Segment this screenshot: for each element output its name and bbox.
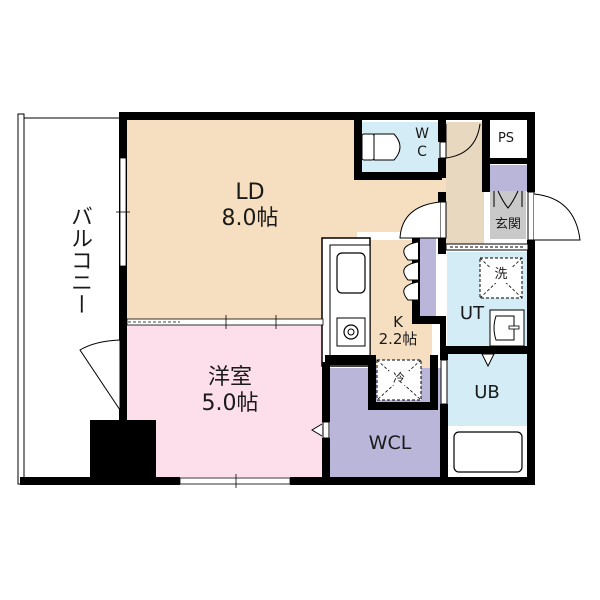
western-room-fill bbox=[125, 325, 325, 477]
ld-label: LD 8.0帖 bbox=[190, 180, 310, 233]
entrance-fill bbox=[490, 191, 526, 239]
wash-basin bbox=[489, 309, 525, 347]
windows bbox=[116, 157, 291, 488]
corridor-fill bbox=[446, 122, 484, 244]
ld-room-fill bbox=[125, 120, 357, 320]
ld-room-name: LD bbox=[235, 180, 265, 205]
kitchen-storage-fill bbox=[418, 238, 436, 316]
sliding-partition bbox=[126, 315, 324, 329]
wcl-label: WCL bbox=[368, 432, 412, 454]
wcl-room-fill-2 bbox=[330, 410, 442, 478]
wc-label: W C bbox=[410, 126, 434, 161]
ld-room-size: 8.0帖 bbox=[221, 206, 279, 232]
kitchen-label: K 2.2帖 bbox=[366, 313, 430, 349]
washer-label: 洗 bbox=[490, 267, 512, 283]
western-room-label: 洋室 5.0帖 bbox=[170, 365, 290, 418]
wc-label-w: W bbox=[415, 126, 429, 142]
kitchen-room-name: K bbox=[393, 313, 403, 331]
bathtub bbox=[453, 431, 523, 473]
ut-label: UT bbox=[459, 303, 485, 324]
toilet bbox=[361, 133, 401, 161]
ub-room-fill bbox=[447, 354, 527, 426]
kitchen-room-size: 2.2帖 bbox=[378, 330, 418, 349]
western-room-size: 5.0帖 bbox=[201, 391, 259, 417]
entrance-storage-fill bbox=[484, 165, 528, 191]
balcony-area bbox=[17, 113, 121, 485]
walls bbox=[20, 112, 535, 485]
fridge-label: 冷 bbox=[389, 371, 409, 386]
kitchen-counter bbox=[321, 237, 371, 367]
ps-label: PS bbox=[497, 131, 515, 146]
balcony-label: バルコニー bbox=[67, 205, 92, 315]
entrance-label: 玄関 bbox=[494, 217, 521, 232]
ps-room-fill bbox=[488, 122, 524, 160]
western-room-name: 洋室 bbox=[207, 365, 252, 390]
ub-label: UB bbox=[474, 382, 500, 403]
wc-label-c: C bbox=[417, 143, 427, 160]
doors bbox=[79, 123, 581, 439]
